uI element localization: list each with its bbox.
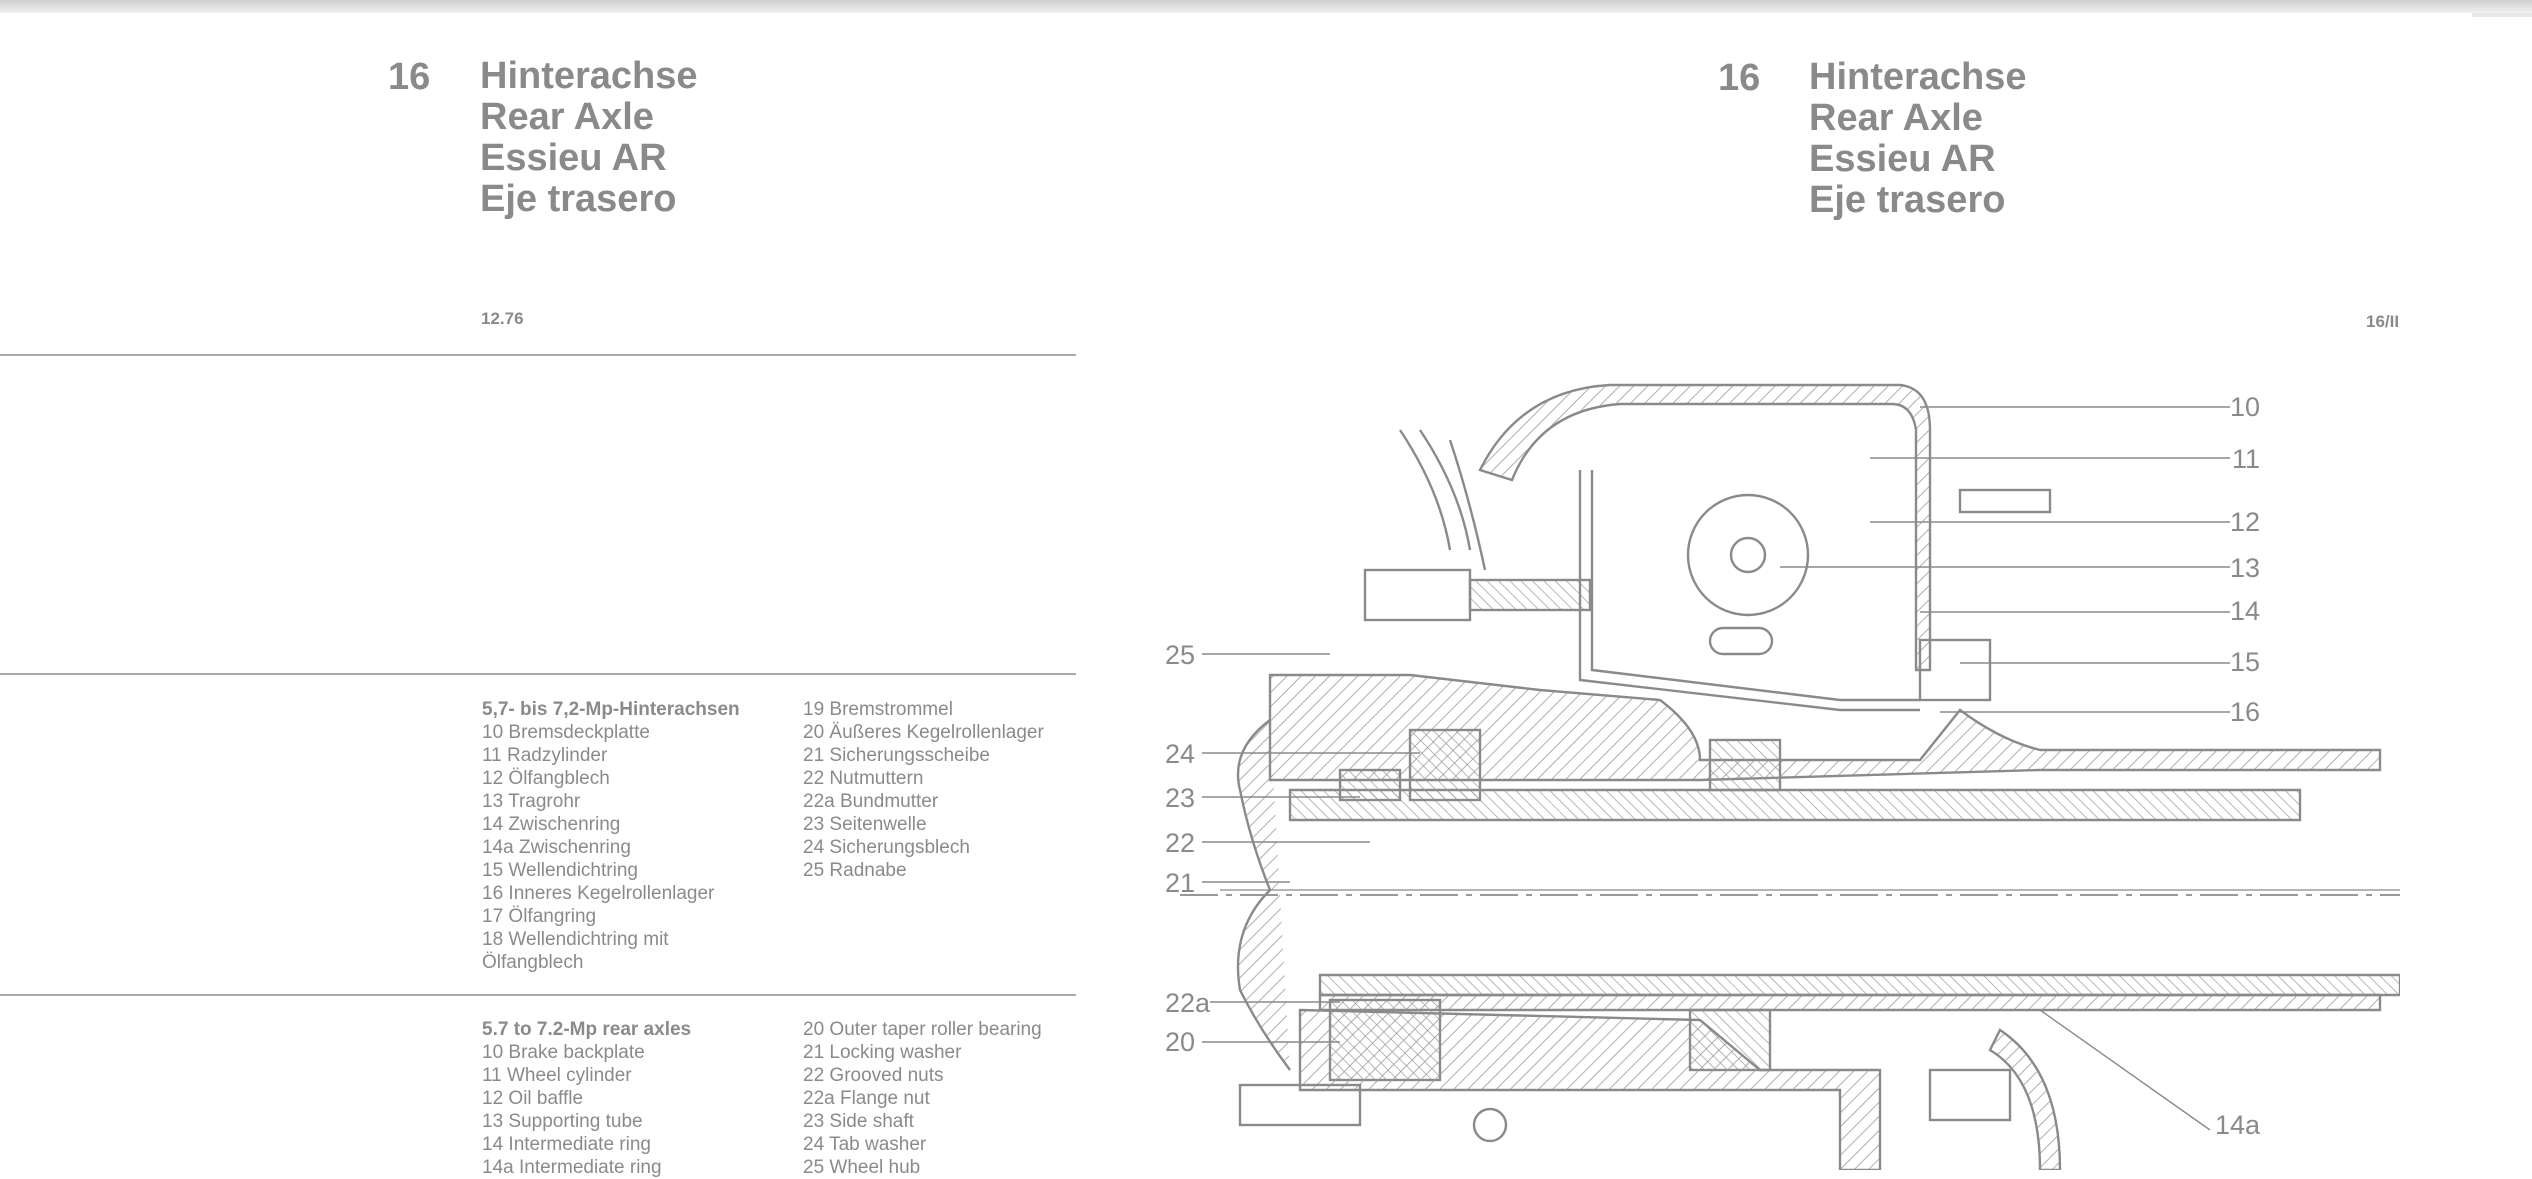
list-item: 23 Side shaft <box>803 1111 914 1132</box>
list-item: 22 Grooved nuts <box>803 1065 944 1086</box>
callout-11: 11 <box>2232 444 2261 474</box>
list-item: 10 Bremsdeckplatte <box>482 722 650 743</box>
list-item: 13 Supporting tube <box>482 1111 643 1132</box>
callout-21: 21 <box>1165 868 1196 898</box>
right-title-fr: Essieu AR <box>1809 138 1996 180</box>
list-item: Ölfangblech <box>482 952 584 973</box>
parts-list-en-heading: 5.7 to 7.2-Mp rear axles <box>482 1019 692 1040</box>
left-title-de: Hinterachse <box>480 55 698 97</box>
list-item: 24 Tab washer <box>803 1134 927 1155</box>
list-item: 14a Intermediate ring <box>482 1157 662 1178</box>
right-title-block: Hinterachse Rear Axle Essieu AR Eje tras… <box>1809 57 2027 221</box>
list-item: 20 Äußeres Kegelrollenlager <box>803 722 1044 743</box>
list-item: 22a Bundmutter <box>803 791 939 812</box>
page-date: 12.76 <box>481 309 524 328</box>
list-item: 12 Ölfangblech <box>482 768 610 789</box>
callout-13: 13 <box>2230 553 2261 583</box>
left-title-es: Eje trasero <box>480 178 677 220</box>
parts-list-de-col1: 5,7- bis 7,2-Mp-Hinterachsen 10 Bremsdec… <box>482 698 740 974</box>
parts-list-en-col2: 20 Outer taper roller bearing 21 Locking… <box>803 1018 1042 1179</box>
callout-14: 14 <box>2230 596 2261 626</box>
list-item: 23 Seitenwelle <box>803 814 927 835</box>
list-item: 14 Zwischenring <box>482 814 621 835</box>
right-section-number: 16 <box>1718 57 1761 99</box>
browser-top-edge <box>0 0 2532 13</box>
list-item: 18 Wellendichtring mit <box>482 929 669 950</box>
list-item: 15 Wellendichtring <box>482 860 638 881</box>
callout-22a: 22a <box>1165 988 1211 1018</box>
parts-list-de-heading: 5,7- bis 7,2-Mp-Hinterachsen <box>482 699 740 720</box>
list-item: 24 Sicherungsblech <box>803 837 970 858</box>
list-item: 11 Wheel cylinder <box>482 1065 632 1086</box>
list-item: 21 Sicherungsscheibe <box>803 745 990 766</box>
callout-20: 20 <box>1165 1027 1196 1057</box>
right-title-de: Hinterachse <box>1809 56 2027 98</box>
callout-16: 16 <box>2230 697 2261 727</box>
parts-list-de-col2: 19 Bremstrommel 20 Äußeres Kegelrollenla… <box>803 698 1044 882</box>
scroll-edge <box>2472 13 2532 17</box>
list-item: 22 Nutmuttern <box>803 768 924 789</box>
left-title-en: Rear Axle <box>480 96 654 138</box>
callout-23: 23 <box>1165 783 1196 813</box>
rule-3 <box>0 994 1076 996</box>
list-item: 16 Inneres Kegelrollenlager <box>482 883 715 904</box>
left-title-block: Hinterachse Rear Axle Essieu AR Eje tras… <box>480 56 698 220</box>
callout-25: 25 <box>1165 640 1196 670</box>
left-title-fr: Essieu AR <box>480 137 667 179</box>
parts-list-en-col1: 5.7 to 7.2-Mp rear axles 10 Brake backpl… <box>482 1018 691 1179</box>
rule-1 <box>0 354 1076 356</box>
list-item: 21 Locking washer <box>803 1042 962 1063</box>
list-item: 19 Bremstrommel <box>803 699 953 720</box>
list-item: 25 Radnabe <box>803 860 907 881</box>
list-item: 14 Intermediate ring <box>482 1134 651 1155</box>
list-item: 22a Flange nut <box>803 1088 930 1109</box>
list-item: 25 Wheel hub <box>803 1157 921 1178</box>
callout-15: 15 <box>2230 647 2261 677</box>
callout-22: 22 <box>1165 828 1196 858</box>
list-item: 20 Outer taper roller bearing <box>803 1019 1042 1040</box>
callout-14a: 14a <box>2215 1110 2261 1140</box>
callout-10: 10 <box>2230 392 2261 422</box>
list-item: 12 Oil baffle <box>482 1088 584 1109</box>
list-item: 17 Ölfangring <box>482 906 597 927</box>
page-reference: 16/II <box>2366 312 2400 331</box>
left-section-number: 16 <box>388 56 431 98</box>
list-item: 11 Radzylinder <box>482 745 608 766</box>
right-title-en: Rear Axle <box>1809 97 1983 139</box>
list-item: 10 Brake backplate <box>482 1042 645 1063</box>
rear-axle-cross-section-drawing <box>1180 383 2400 1170</box>
callout-24: 24 <box>1165 739 1196 769</box>
rule-2 <box>0 673 1076 675</box>
right-title-es: Eje trasero <box>1809 179 2006 221</box>
list-item: 13 Tragrohr <box>482 791 581 812</box>
callout-12: 12 <box>2230 507 2261 537</box>
list-item: 14a Zwischenring <box>482 837 631 858</box>
